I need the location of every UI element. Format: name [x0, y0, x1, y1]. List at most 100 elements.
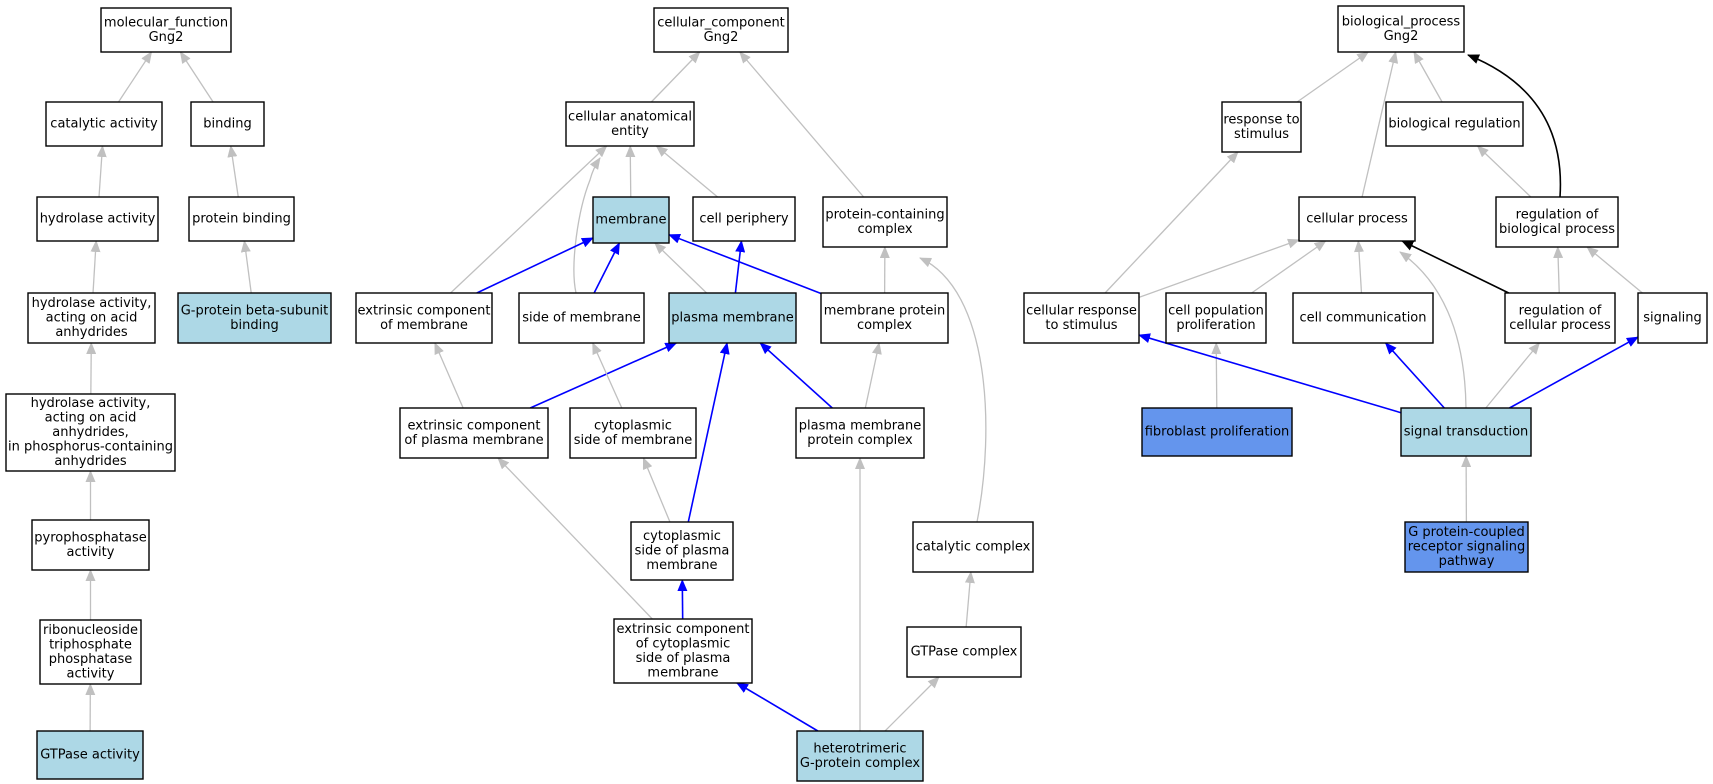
- edge-cellpop-to-cellproc: [1251, 240, 1327, 294]
- node-label-line: signal transduction: [1404, 425, 1529, 440]
- node-box: [906, 626, 1022, 678]
- edge-extpm-to-extmem: [434, 342, 464, 409]
- node-label-line: cellular anatomical: [568, 109, 692, 124]
- edge-catcomplex-to-pcc: [919, 257, 987, 523]
- node-label-line: receptor signaling: [1408, 540, 1526, 555]
- node-gtpase[interactable]: GTPase activity: [36, 730, 144, 780]
- edge-extcyto-to-extpm: [497, 457, 653, 620]
- edge-extmem-to-membrane: [476, 237, 594, 294]
- edge-cellcomm-to-cellproc: [1354, 240, 1364, 294]
- node-label-line: binding: [230, 318, 278, 333]
- node-box: [1141, 407, 1293, 457]
- node-protbinding[interactable]: protein binding: [188, 196, 295, 242]
- node-box: [668, 292, 797, 344]
- node-label-line: activity: [67, 666, 115, 681]
- node-label-line: cytoplasmic: [594, 418, 672, 433]
- node-box: [39, 619, 142, 685]
- node-hydrolase[interactable]: hydrolase activity: [36, 196, 159, 242]
- node-box: [1504, 292, 1616, 344]
- node-box: [1165, 292, 1267, 344]
- node-label-line: to stimulus: [1045, 318, 1117, 333]
- node-label-line: G protein-coupled: [1408, 525, 1525, 540]
- node-hydphos[interactable]: hydrolase activity,acting on acidanhydri…: [5, 393, 176, 472]
- node-label-line: G-protein complex: [800, 756, 921, 771]
- edge-hydrolase-to-catalytic: [96, 145, 107, 198]
- node-label-line: acting on acid: [45, 411, 137, 426]
- node-box: [36, 730, 144, 780]
- node-membrane[interactable]: membrane: [592, 196, 670, 244]
- node-label-line: of membrane: [380, 318, 468, 333]
- node-box: [565, 101, 695, 147]
- node-label-line: stimulus: [1234, 127, 1289, 142]
- node-box: [188, 196, 295, 242]
- node-label-line: proliferation: [1176, 318, 1255, 333]
- node-gtpcomplex[interactable]: GTPase complex: [906, 626, 1022, 678]
- node-label-line: Gng2: [149, 30, 184, 45]
- node-label-line: G-protein beta-subunit: [181, 303, 329, 318]
- node-label-line: protein binding: [192, 212, 291, 227]
- node-box: [177, 292, 332, 344]
- node-label-line: membrane: [646, 558, 717, 573]
- node-bioreg[interactable]: biological regulation: [1385, 101, 1524, 147]
- edge-fibro-to-cellpop: [1211, 342, 1222, 409]
- node-box: [1337, 5, 1465, 53]
- edge-pmpc-to-plasma: [759, 342, 833, 409]
- edge-extmem-to-cae: [450, 145, 608, 294]
- node-label-line: Gng2: [704, 30, 739, 45]
- node-fibro[interactable]: fibroblast proliferation: [1141, 407, 1293, 457]
- node-periphery[interactable]: cell periphery: [692, 196, 796, 242]
- node-box: [613, 618, 753, 684]
- node-box: [1400, 407, 1532, 457]
- node-label-line: biological process: [1499, 222, 1615, 237]
- node-catcomplex[interactable]: catalytic complex: [912, 521, 1034, 573]
- node-hydacid[interactable]: hydrolase activity,acting on acidanhydri…: [27, 292, 156, 344]
- node-box: [1221, 101, 1302, 153]
- node-box: [796, 730, 924, 782]
- node-label-line: extrinsic component: [408, 418, 541, 433]
- edge-mpc-to-membrane: [668, 233, 822, 295]
- edge-sidemem-to-cae: [573, 157, 601, 294]
- node-label-line: cellular_component: [657, 15, 785, 30]
- node-box: [5, 393, 176, 472]
- edge-plasma-to-periphery: [734, 240, 746, 294]
- node-label-line: cellular process: [1306, 212, 1408, 227]
- edge-cytopm-to-plasma: [687, 342, 730, 523]
- node-cellcomm[interactable]: cell communication: [1292, 292, 1434, 344]
- node-label-line: cell population: [1168, 303, 1264, 318]
- node-catalytic[interactable]: catalytic activity: [45, 101, 163, 147]
- node-cellproc[interactable]: cellular process: [1298, 196, 1416, 242]
- node-sidemem[interactable]: side of membrane: [518, 292, 645, 344]
- node-box: [45, 101, 163, 147]
- node-label-line: phosphatase: [49, 652, 133, 667]
- node-binding[interactable]: binding: [190, 101, 265, 147]
- node-signal[interactable]: signal transduction: [1400, 407, 1532, 457]
- node-plasma[interactable]: plasma membrane: [668, 292, 797, 344]
- node-label-line: GTPase activity: [40, 748, 140, 763]
- edge-signal-to-signaling: [1509, 336, 1639, 409]
- node-label-line: anhydrides: [55, 325, 128, 340]
- node-ribo[interactable]: ribonucleosidetriphosphatephosphataseact…: [39, 619, 142, 685]
- node-signaling[interactable]: signaling: [1637, 292, 1708, 344]
